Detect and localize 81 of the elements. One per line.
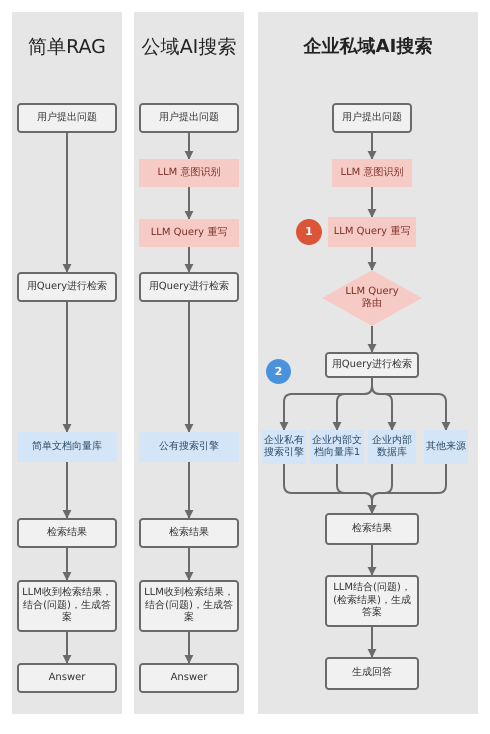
arrow: [62, 632, 72, 664]
arrow: [184, 548, 194, 581]
step-label: 用Query进行检索: [148, 280, 230, 294]
step-label: 其他来源: [426, 440, 466, 454]
data-source-box: [310, 430, 364, 464]
step-label: 生成回答: [352, 667, 392, 680]
process-box: [139, 103, 239, 133]
llm-step-box: [328, 217, 416, 247]
step-label: LLM Query 重写: [150, 226, 228, 240]
step-label: Answer: [170, 672, 208, 684]
data-source-box: [139, 432, 239, 462]
column-title: 企业私域AI搜索: [302, 35, 434, 58]
arrow: [368, 133, 376, 160]
llm-step-box: [139, 219, 239, 247]
step-number: 2: [274, 364, 282, 378]
step-label: LLM Query 路由: [344, 286, 400, 310]
step-label: LLM收到检索结果，结合(问题)，生成答案: [21, 587, 113, 625]
process-box: [325, 657, 419, 690]
column-title: 简单RAG: [27, 35, 107, 60]
step-label: 检索结果: [352, 522, 392, 536]
step-label: 企业内部数据库: [371, 434, 413, 460]
column-panel: [258, 12, 478, 714]
step-label: 用户提出问题: [342, 112, 402, 124]
arrow: [184, 187, 194, 220]
arrow: [368, 464, 447, 514]
step-label: LLM收到检索结果，结合(问题)，生成答案: [143, 587, 235, 625]
data-source-box: [424, 430, 468, 464]
step-number-badge: [296, 219, 322, 245]
arrow: [62, 133, 72, 273]
arrow: [62, 462, 72, 519]
step-label: LLM 意图识别: [340, 166, 404, 180]
arrow: [368, 545, 376, 576]
arrow: [62, 302, 72, 433]
process-box: [325, 575, 419, 627]
step-label: 用Query进行检索: [332, 358, 412, 372]
step-label: 检索结果: [169, 526, 209, 540]
process-box: [17, 518, 117, 548]
process-box: [17, 272, 117, 302]
arrow: [368, 627, 376, 658]
step-label: 用户提出问题: [37, 112, 97, 124]
step-label: 简单文档向量库: [32, 440, 102, 454]
column-title: 公域AI搜索: [140, 35, 238, 60]
column-panel: [134, 12, 244, 714]
step-label: 检索结果: [47, 526, 87, 540]
step-label: 企业内部文档向量库1: [312, 434, 362, 460]
step-number: 1: [305, 225, 313, 239]
process-box: [325, 513, 419, 545]
data-source-box: [368, 430, 416, 464]
arrow: [184, 133, 194, 160]
column-panel: [12, 12, 122, 714]
step-label: LLM 意图识别: [158, 166, 220, 180]
process-box: [17, 663, 117, 693]
process-box: [139, 580, 239, 632]
step-label: 公有搜索引擎: [159, 440, 219, 454]
process-box: [17, 580, 117, 632]
step-label: 用Query进行检索: [26, 280, 108, 294]
arrow: [62, 548, 72, 581]
step-label: LLM Query 重写: [334, 226, 410, 238]
llm-step-box: [139, 159, 239, 187]
llm-step-box: [332, 159, 412, 187]
arrow: [371, 378, 450, 431]
step-label: 用户提出问题: [159, 112, 219, 124]
process-box: [17, 103, 117, 133]
arrow: [184, 462, 194, 519]
arrow: [184, 247, 194, 273]
process-box: [139, 272, 239, 302]
step-label: Answer: [48, 672, 86, 684]
step-number-badge: [266, 359, 291, 384]
arrow: [184, 302, 194, 433]
process-box: [139, 518, 239, 548]
process-box: [139, 663, 239, 693]
step-label: 企业私有搜索引擎: [264, 434, 304, 460]
arrow: [368, 187, 376, 218]
arrow: [368, 247, 376, 271]
arrow: [184, 632, 194, 664]
data-source-box: [262, 430, 306, 464]
data-source-box: [17, 432, 117, 462]
process-box: [325, 352, 419, 378]
process-box: [332, 103, 412, 133]
step-label: LLM结合(问题)，(检索结果)，生成答案: [332, 582, 412, 620]
arrow: [368, 326, 376, 353]
